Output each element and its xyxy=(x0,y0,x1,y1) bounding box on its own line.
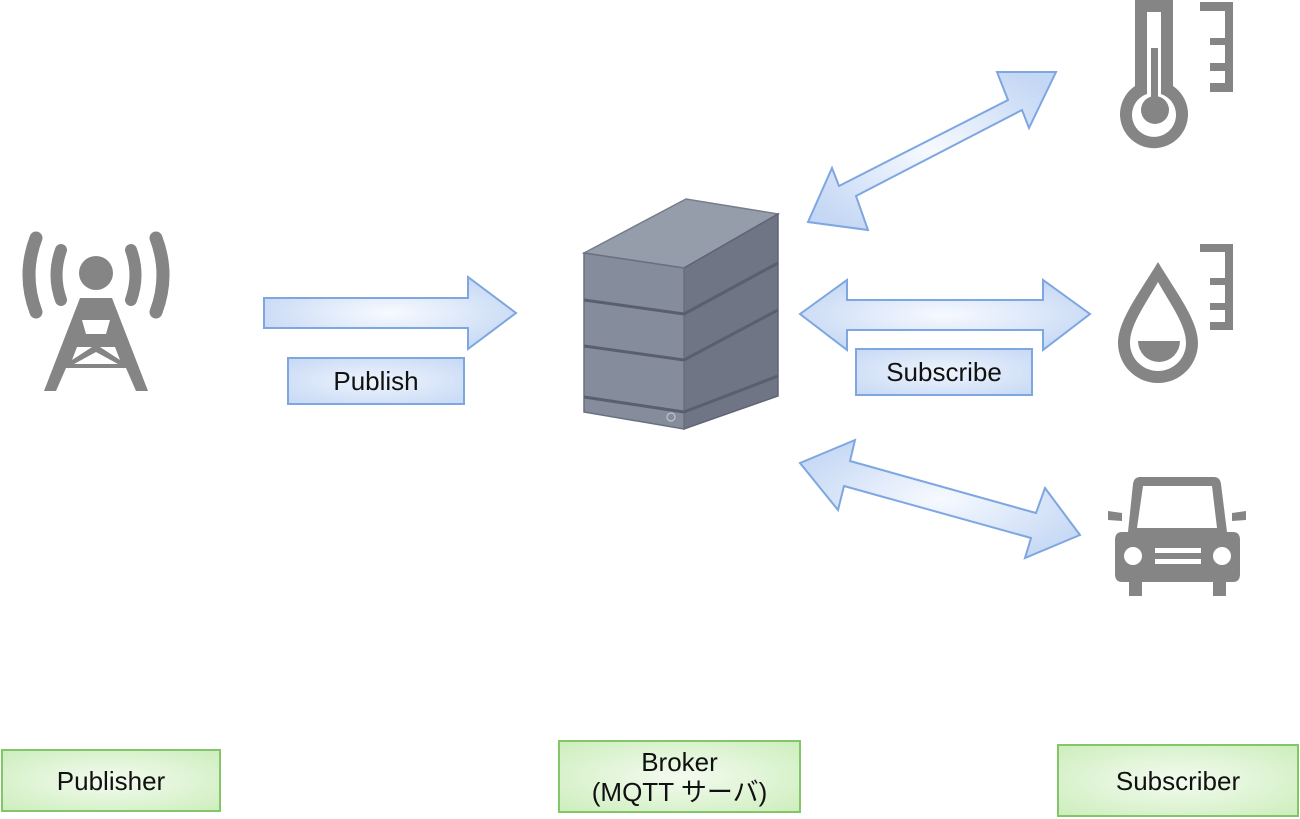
publish-arrow xyxy=(263,275,518,351)
subscriber-role-label: Subscriber xyxy=(1057,744,1299,817)
server-icon xyxy=(581,198,781,431)
broker-role-subtitle: (MQTT サーバ) xyxy=(591,776,768,807)
thermometer-icon xyxy=(1120,0,1233,149)
subscribe-label: Subscribe xyxy=(855,348,1033,396)
subscribe-arrow-humidity xyxy=(798,278,1092,353)
subscribe-arrow-temperature xyxy=(806,71,1058,232)
broker-role-title: Broker xyxy=(641,746,718,777)
publish-label: Publish xyxy=(287,357,465,405)
publisher-role-label: Publisher xyxy=(1,749,221,812)
subscribe-arrow-car xyxy=(798,438,1082,560)
broker-role-label: Broker (MQTT サーバ) xyxy=(558,740,801,813)
humidity-drop-icon xyxy=(1118,244,1233,383)
car-icon xyxy=(1108,477,1246,596)
radio-tower-icon xyxy=(22,231,170,391)
